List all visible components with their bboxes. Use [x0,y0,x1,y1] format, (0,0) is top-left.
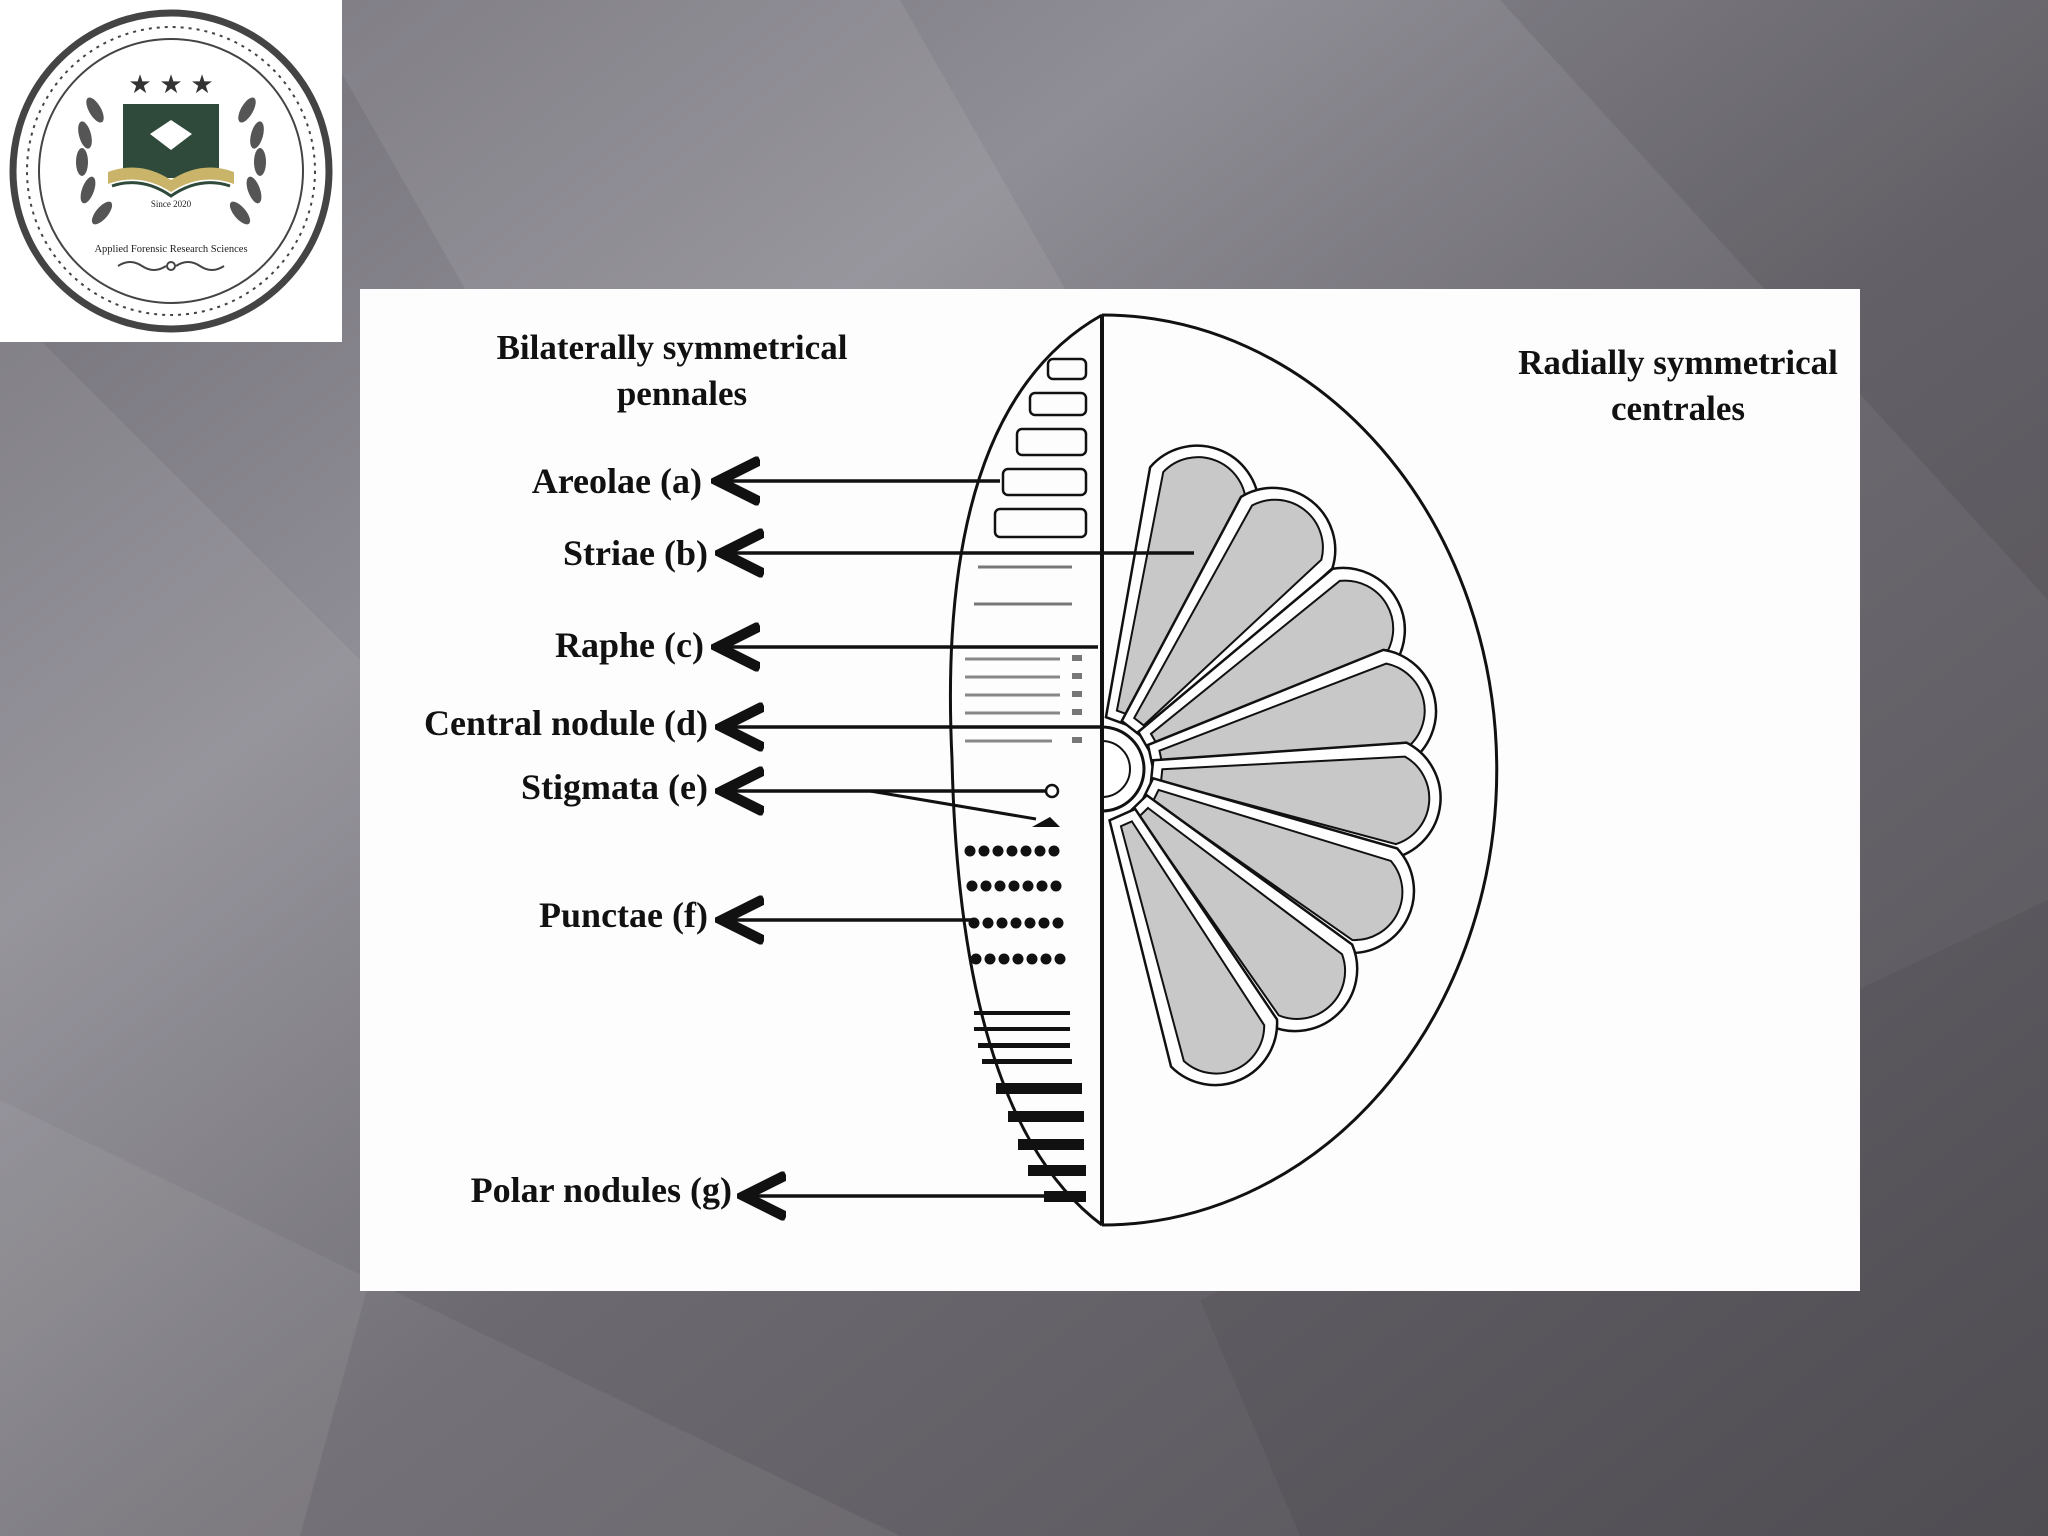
label-areolae: Areolae (a) [532,461,702,501]
label-polar-nodules: Polar nodules (g) [471,1170,732,1210]
right-heading-line2: centrales [1611,389,1745,428]
label-central-nodule: Central nodule (d) [424,703,708,743]
puncta-dot [1010,917,1022,929]
radial-petal [1139,776,1416,955]
label-stigmata: Stigmata (e) [521,767,708,807]
logo-since-text: Since 2020 [151,199,192,209]
book-icon [108,104,234,198]
pennales-half-outline [948,313,1103,1227]
radial-petal [1136,566,1407,758]
left-heading-line1: Bilaterally symmetrical [497,328,848,367]
central-hub [1101,725,1146,813]
stigma-mark [1032,817,1060,827]
puncta-dot [992,845,1004,857]
puncta-dot [984,953,996,965]
puncta-dot [1052,917,1064,929]
puncta-dot [1036,880,1048,892]
label-striae: Striae (b) [563,533,708,573]
organization-logo: ★ ★ ★ Since 2020 Applied Forensic Resear… [0,0,342,342]
label-raphe: Raphe (c) [555,625,704,665]
puncta-dot [964,845,976,857]
radial-petal [1125,793,1359,1033]
puncta-dot [1040,953,1052,965]
svg-text:★: ★ [159,70,182,100]
puncta-dot [970,953,982,965]
puncta-dot [978,845,990,857]
puncta-dot [982,917,994,929]
label-punctae: Punctae (f) [539,895,708,935]
svg-text:★: ★ [128,70,151,100]
radial-petal [1108,807,1279,1087]
puncta-dot [1022,880,1034,892]
areolae-boxes [993,357,1088,539]
puncta-dot [966,880,978,892]
polar-nodule-bars [974,1011,1086,1202]
puncta-dot [1012,953,1024,965]
striae-lines [974,565,1072,606]
puncta-dot [1054,953,1066,965]
arrow-stigmata-branch [869,789,1037,821]
diatom-diagram-panel: Bilaterally symmetrical pennales Radiall… [360,289,1860,1291]
puncta-dot [998,953,1010,965]
logo-org-name: Applied Forensic Research Sciences [94,244,247,255]
puncta-dot [1034,845,1046,857]
right-heading-line1: Radially symmetrical [1518,343,1838,382]
diatom-symmetry-diagram: Bilaterally symmetrical pennales Radiall… [424,313,1838,1227]
radial-petal [1104,444,1261,729]
radial-petal [1148,741,1442,860]
puncta-dot [1050,880,1062,892]
stria-rows [965,657,1060,743]
puncta-dot [1006,845,1018,857]
puncta-dot [1038,917,1050,929]
puncta-dot [994,880,1006,892]
puncta-dot [996,917,1008,929]
svg-text:★: ★ [190,70,213,100]
flourish-icon [117,261,225,271]
left-heading-line2: pennales [617,374,747,413]
puncta-dot [1026,953,1038,965]
logo-emblem: ★ ★ ★ Since 2020 Applied Forensic Resear… [9,9,333,333]
puncta-dot [1008,880,1020,892]
radial-petal [1120,486,1337,740]
puncta-dot [1048,845,1060,857]
radial-petals [1104,444,1442,1087]
stigma-dot [1044,783,1060,799]
star-icon: ★ ★ ★ [128,70,213,100]
laurel-icon [76,97,266,225]
puncta-dot [1024,917,1036,929]
punctae-dots [964,845,1066,965]
puncta-dot [1020,845,1032,857]
puncta-dot [980,880,992,892]
